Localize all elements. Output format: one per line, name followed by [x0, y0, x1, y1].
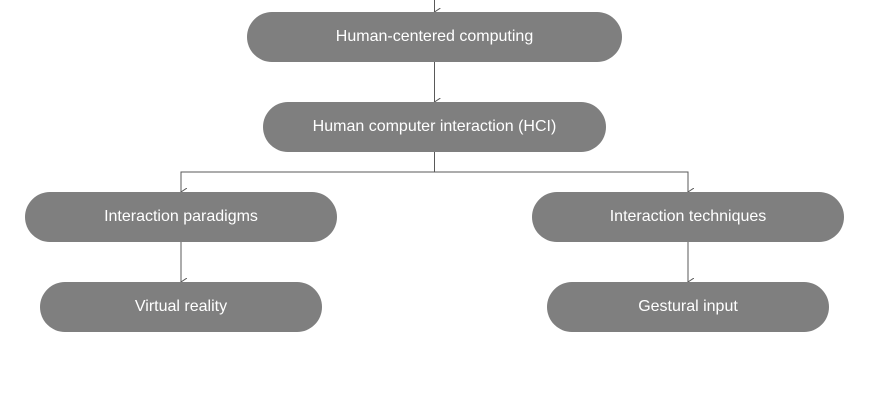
node-label: Interaction paradigms — [104, 208, 258, 225]
node-gestural-input: Gestural input — [547, 282, 829, 332]
edge-hci-techniques — [434, 171, 689, 192]
node-label: Human computer interaction (HCI) — [312, 118, 557, 135]
edge-hci-paradigms — [181, 171, 435, 192]
node-virtual-reality: Virtual reality — [40, 282, 322, 332]
node-interaction-paradigms: Interaction paradigms — [25, 192, 337, 242]
node-human-centered-computing: Human-centered computing — [247, 12, 622, 62]
node-label: Interaction techniques — [609, 208, 767, 225]
node-label: Human-centered computing — [335, 28, 534, 45]
node-label: Gestural input — [638, 298, 738, 315]
node-label: Virtual reality — [134, 298, 228, 315]
node-interaction-techniques: Interaction techniques — [532, 192, 844, 242]
node-human-computer-interaction: Human computer interaction (HCI) — [263, 102, 606, 152]
